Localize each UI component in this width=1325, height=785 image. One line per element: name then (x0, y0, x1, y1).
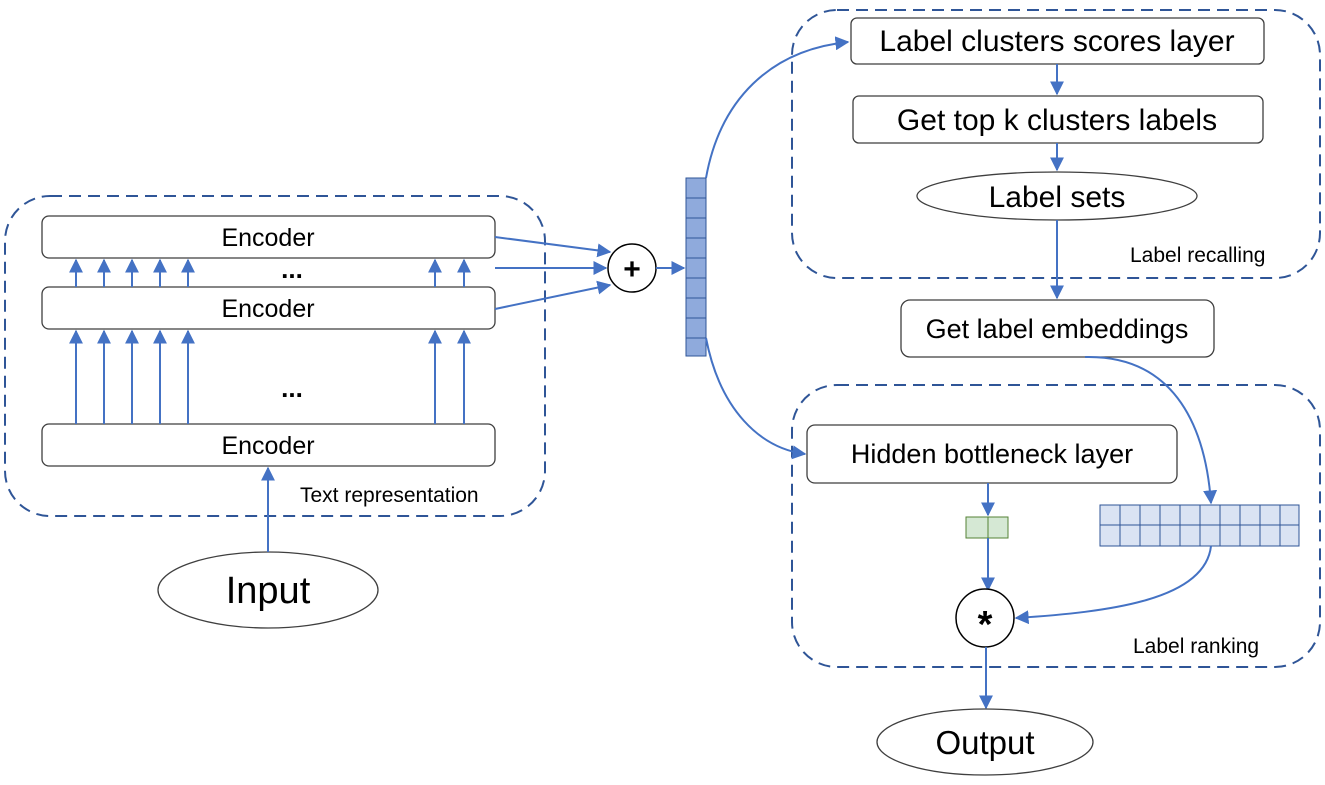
ellipsis-upper: ... (281, 254, 303, 284)
multiply-symbol: * (978, 604, 993, 646)
bottleneck-vector (965, 516, 1009, 539)
label-sets-label: Label sets (989, 181, 1126, 214)
ellipsis-lower: ... (281, 373, 303, 403)
matrix-to-multiply-arrow (1014, 545, 1212, 625)
hidden-bottleneck-box (806, 424, 1178, 484)
label-ranking-label: Label ranking (1133, 635, 1259, 658)
encoder-bottom-label: Encoder (221, 432, 314, 460)
embeddings-to-matrix-arrow (1084, 355, 1218, 505)
encoder-bottom-box (41, 423, 496, 467)
vector-to-bottleneck-arrow (705, 337, 807, 460)
encoder-middle-label: Encoder (221, 295, 314, 323)
encoder-top-label: Encoder (221, 224, 314, 252)
plus-symbol: + (623, 253, 641, 286)
label-embedding-matrix (1099, 504, 1300, 547)
text-representation-group (4, 195, 546, 517)
encoder-upper-arrows (69, 258, 471, 287)
encoder-top-to-plus-arrow (494, 236, 612, 258)
text-representation-label: Text representation (300, 484, 479, 507)
label-ranking-group (791, 384, 1321, 668)
label-cluster-scores-label: Label clusters scores layer (879, 25, 1234, 58)
vector-to-cluster-scores-arrow (705, 36, 850, 179)
output-label: Output (935, 724, 1034, 761)
output-node (876, 708, 1094, 776)
top-k-clusters-label: Get top k clusters labels (897, 104, 1217, 137)
encoder-middle-to-plus-arrow (494, 280, 612, 310)
label-embeddings-label: Get label embeddings (926, 314, 1189, 344)
label-recalling-label: Label recalling (1130, 244, 1265, 267)
encoder-lower-arrows (69, 329, 471, 424)
label-embeddings-box (900, 299, 1215, 358)
input-label: Input (226, 570, 311, 612)
hidden-bottleneck-label: Hidden bottleneck layer (851, 439, 1133, 469)
text-vector (685, 177, 707, 357)
